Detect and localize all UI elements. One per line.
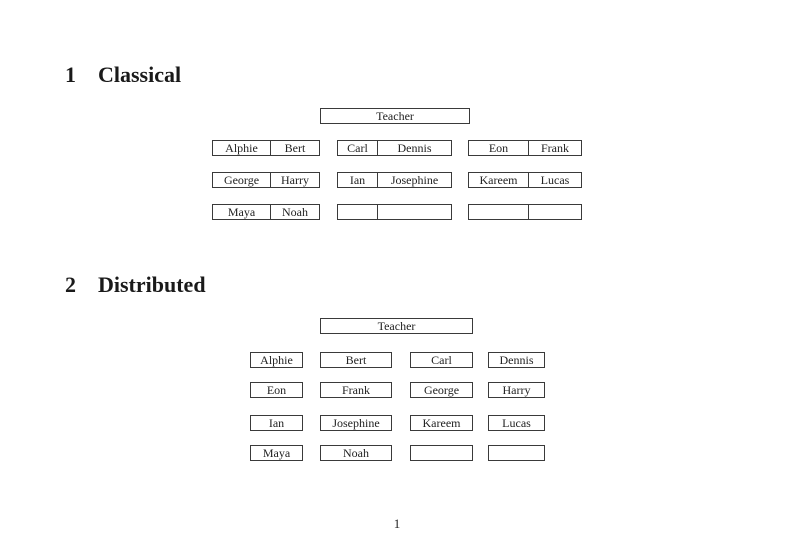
student-name-cell: Lucas	[540, 173, 570, 187]
student-name-cell: Noah	[282, 205, 308, 219]
desk-box: Frank	[320, 382, 392, 398]
student-name-cell: Maya	[213, 205, 271, 219]
student-name-cell	[529, 205, 581, 219]
desk-box: Dennis	[488, 352, 545, 368]
section-heading-classical: 1 Classical	[65, 64, 181, 86]
student-name-cell	[338, 205, 378, 219]
student-name-cell: George	[213, 173, 271, 187]
desk-box: Maya Noah	[212, 204, 320, 220]
desk-box: Eon Frank	[468, 140, 582, 156]
desk-box: Kareem	[410, 415, 473, 431]
page-number: 1	[393, 516, 401, 531]
desk-box: Alphie Bert	[212, 140, 320, 156]
student-name-cell: Bert	[284, 141, 306, 155]
teacher-box: Teacher	[320, 108, 470, 124]
student-name-cell: Eon	[469, 141, 529, 155]
desk-box-empty	[410, 445, 473, 461]
section-title: Classical	[98, 62, 182, 87]
teacher-label: Teacher	[376, 109, 414, 123]
teacher-label: Teacher	[377, 319, 416, 333]
desk-box: Kareem Lucas	[468, 172, 582, 188]
section-title: Distributed	[98, 272, 206, 297]
desk-box: George	[410, 382, 473, 398]
student-name-cell: Harry	[281, 173, 309, 187]
desk-box: Ian Josephine	[337, 172, 452, 188]
student-name-cell: Kareem	[469, 173, 529, 187]
desk-box: Noah	[320, 445, 392, 461]
desk-box: George Harry	[212, 172, 320, 188]
desk-box-empty	[337, 204, 452, 220]
student-name-cell: Ian	[338, 173, 378, 187]
section-heading-distributed: 2 Distributed	[65, 274, 206, 296]
teacher-box: Teacher	[320, 318, 473, 334]
desk-box: Maya	[250, 445, 303, 461]
desk-box-empty	[468, 204, 582, 220]
desk-box: Carl	[410, 352, 473, 368]
desk-box: Josephine	[320, 415, 392, 431]
section-number: 2	[65, 272, 76, 297]
section-number: 1	[65, 62, 76, 87]
desk-box: Lucas	[488, 415, 545, 431]
desk-box-empty	[488, 445, 545, 461]
student-name-cell: Alphie	[213, 141, 271, 155]
desk-box: Carl Dennis	[337, 140, 452, 156]
student-name-cell: Frank	[541, 141, 569, 155]
student-name-cell: Carl	[338, 141, 378, 155]
desk-box: Ian	[250, 415, 303, 431]
desk-box: Eon	[250, 382, 303, 398]
student-name-cell: Josephine	[390, 173, 439, 187]
student-name-cell	[378, 205, 451, 219]
student-name-cell: Dennis	[397, 141, 432, 155]
desk-box: Bert	[320, 352, 392, 368]
student-name-cell	[469, 205, 529, 219]
desk-box: Alphie	[250, 352, 303, 368]
desk-box: Harry	[488, 382, 545, 398]
